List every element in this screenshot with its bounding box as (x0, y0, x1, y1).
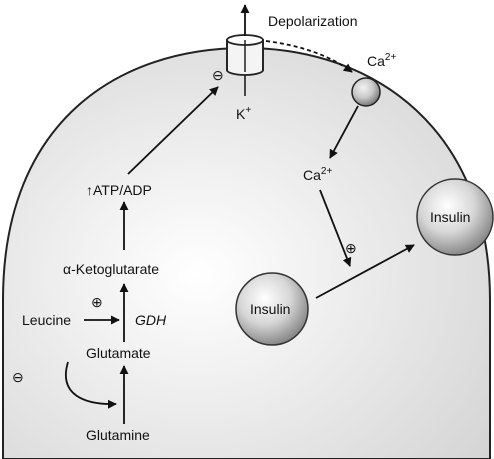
ca-extracellular-label: Ca2+ (367, 52, 396, 69)
atp-adp-label: ↑ATP/ADP (86, 182, 152, 198)
plus-icon: ⊕ (91, 294, 103, 310)
minus-icon: ⊖ (212, 67, 224, 83)
ketoglutarate-label: α-Ketoglutarate (63, 261, 159, 277)
k-label: K+ (236, 105, 251, 122)
gdh-label: GDH (135, 312, 167, 328)
inhibition-curve-arrow (65, 361, 117, 409)
glutamate-label: Glutamate (86, 345, 151, 361)
minus-icon: ⊖ (12, 369, 24, 385)
exocytosis-arrow (315, 244, 415, 299)
k-channel-icon (226, 34, 264, 76)
depolarization-arrow (265, 40, 353, 73)
insulin-large-label: Insulin (430, 209, 470, 225)
leucine-label: Leucine (22, 312, 71, 328)
insulin-granule-small (235, 272, 309, 346)
ca-to-secretion-arrow (319, 189, 352, 267)
plus-icon: ⊕ (345, 240, 357, 256)
ca-intracellular-label: Ca2+ (303, 166, 332, 183)
ca-channel-icon (351, 77, 381, 107)
depolarization-label: Depolarization (268, 13, 358, 29)
glutamine-label: Glutamine (86, 427, 150, 443)
atp-to-channel-arrow (127, 86, 219, 175)
insulin-small-label: Insulin (250, 301, 290, 317)
insulin-granule-large (416, 178, 494, 256)
ca-influx-arrow (329, 105, 359, 159)
